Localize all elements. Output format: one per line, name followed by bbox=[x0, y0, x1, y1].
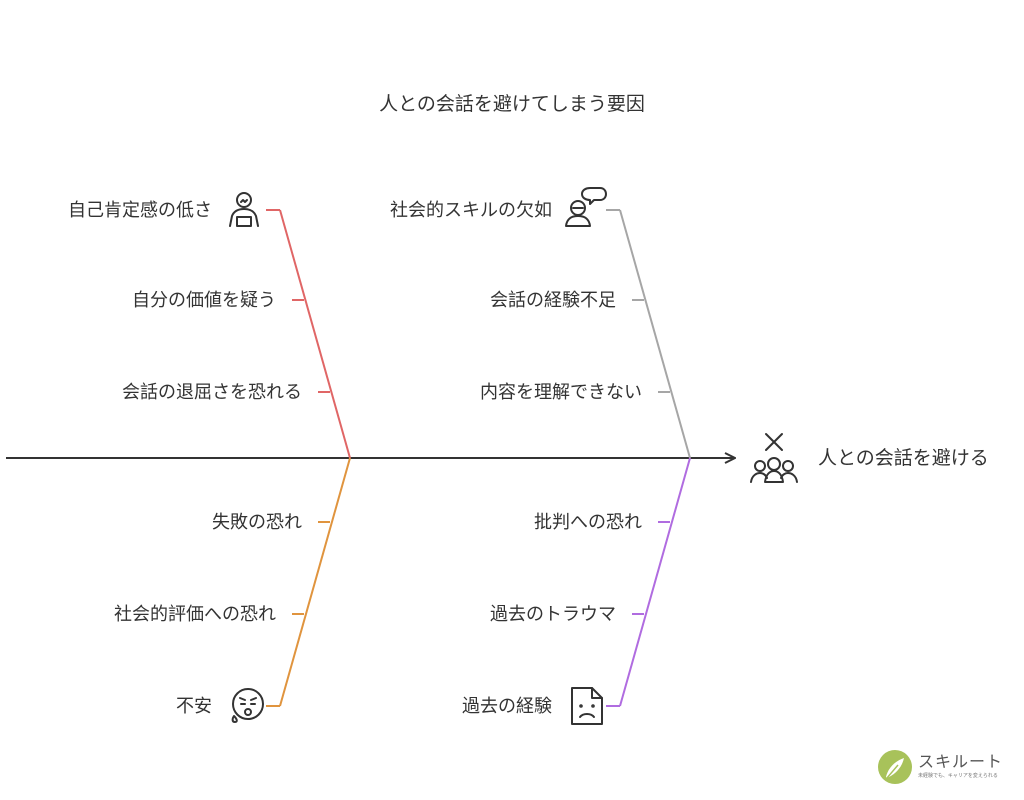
brand-logo: スキルート 未経験でも、キャリアを変えられる bbox=[878, 748, 1018, 788]
category-label-self-esteem: 自己肯定感の低さ bbox=[68, 200, 212, 221]
category-label-anxiety: 不安 bbox=[176, 696, 212, 717]
brand-tagline: 未経験でも、キャリアを変えられる bbox=[918, 773, 998, 779]
brand-name: スキルート bbox=[918, 752, 1004, 771]
cause-label: 失敗の恐れ bbox=[212, 512, 302, 533]
cause-label: 批判への恐れ bbox=[534, 512, 642, 533]
bone-self-esteem bbox=[266, 209, 351, 459]
category-label-social-skill: 社会的スキルの欠如 bbox=[390, 200, 552, 221]
cause-label: 内容を理解できない bbox=[480, 382, 642, 403]
people-x-icon bbox=[750, 433, 798, 483]
cause-label: 会話の退屈さを恐れる bbox=[122, 382, 302, 403]
category-label-experience: 過去の経験 bbox=[462, 696, 552, 717]
cause-label: 自分の価値を疑う bbox=[132, 290, 276, 311]
leaf-pen-icon bbox=[878, 750, 912, 784]
diagram-title: 人との会話を避けてしまう要因 bbox=[379, 93, 645, 115]
person-thinking-icon bbox=[565, 187, 607, 227]
cause-label: 会話の経験不足 bbox=[490, 290, 616, 311]
worried-face-icon bbox=[231, 688, 264, 723]
bone-experience bbox=[606, 457, 691, 707]
cause-label: 社会的評価への恐れ bbox=[114, 604, 276, 625]
bone-social-skill bbox=[606, 209, 691, 459]
sad-document-icon bbox=[571, 687, 603, 725]
person-stress-icon bbox=[229, 192, 259, 227]
bone-anxiety bbox=[266, 457, 351, 707]
effect-label: 人との会話を避ける bbox=[818, 447, 989, 469]
cause-label: 過去のトラウマ bbox=[490, 604, 616, 625]
